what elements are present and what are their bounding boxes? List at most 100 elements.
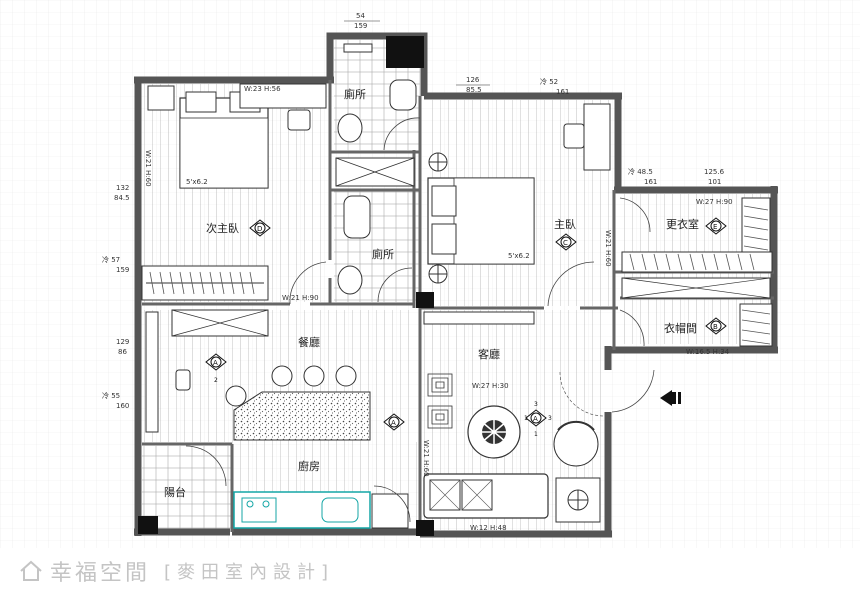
- second-desk: [239, 83, 327, 109]
- living-bottom-wh: W:12 H:48: [470, 524, 507, 532]
- elevation-marker-d: D: [249, 219, 271, 237]
- dining-cabinet-x2: [171, 309, 269, 337]
- dim-left-845: 84.5: [114, 194, 130, 202]
- brand-name: 幸福空間: [50, 561, 151, 586]
- room-master-bedroom: 主臥: [554, 218, 576, 231]
- dim-ac-dress: 冷 48.5: [628, 167, 653, 176]
- dim-master-b: 85.5: [466, 86, 482, 94]
- room-wardrobe: 衣帽間: [664, 321, 697, 335]
- master-desk: [583, 103, 611, 171]
- svg-text:B: B: [713, 323, 718, 331]
- master-chair: [563, 123, 585, 149]
- shower-box: [335, 157, 415, 187]
- kitchen-counter: [233, 491, 371, 529]
- room-dining: 餐廳: [298, 335, 320, 349]
- dim-ac-left2: 冷 55: [102, 391, 120, 400]
- room-balcony: 陽台: [164, 485, 186, 499]
- dim-top-bath-b: 159: [354, 22, 367, 30]
- dressing-door: [619, 197, 651, 233]
- top-bath-fixtures: [337, 43, 417, 143]
- wardrobe-closet: [621, 277, 773, 347]
- dim-ac-left1-b: 159: [116, 266, 129, 274]
- dim-ac-left2-b: 160: [116, 402, 129, 410]
- dining-window-shelf: [145, 311, 159, 433]
- living-carpet-patterns: [427, 373, 453, 429]
- room-second-bedroom: 次主臥: [206, 221, 239, 235]
- elevation-marker-a-living: A 3 1 3 1: [524, 401, 552, 438]
- dim-left-129: 129: [116, 338, 129, 346]
- room-bath-top: 廁所: [344, 87, 366, 101]
- dim-ac-left1: 冷 57: [102, 255, 120, 264]
- balcony-door: [373, 485, 411, 523]
- elevation-marker-b: B: [705, 317, 727, 335]
- svg-text:D: D: [257, 225, 262, 233]
- entrance-arrow-icon: [660, 390, 681, 406]
- second-wardrobe: [141, 265, 269, 301]
- brand-watermark: 幸福空間 [麥田室內設計]: [18, 556, 334, 586]
- elevation-marker-e: E: [705, 217, 727, 235]
- dim-master-a: 126: [466, 76, 480, 84]
- living-side-wh: W:21 H:60: [422, 440, 430, 477]
- mid-bath-fixtures: [337, 195, 371, 295]
- svg-text:1: 1: [524, 415, 528, 422]
- house-logo-icon: [20, 560, 42, 581]
- second-side-wh: W:21 H:60: [144, 150, 152, 187]
- dining-counter: [233, 391, 371, 441]
- second-bedroom-door: [289, 261, 327, 305]
- lounge-chair: [553, 420, 599, 467]
- svg-text:A: A: [533, 415, 538, 423]
- wardrobe-door: [619, 309, 645, 347]
- second-wardrobe-wh: W:21 H:90: [282, 294, 319, 302]
- second-chair: [287, 109, 311, 131]
- wardrobe-wh: W:16.5 H:34: [686, 348, 730, 356]
- living-wh: W:27 H:30: [472, 382, 509, 390]
- brand-designer: [麥田室內設計]: [164, 562, 335, 583]
- dim-dress-101: 101: [708, 178, 721, 186]
- room-bath-mid: 廁所: [372, 247, 394, 261]
- dim-left-132: 132: [116, 184, 129, 192]
- master-side-wh: W:21 H:60: [604, 230, 612, 267]
- room-living: 客廳: [478, 347, 500, 361]
- svg-text:3: 3: [534, 401, 538, 408]
- fridge: [371, 493, 409, 529]
- room-kitchen: 廚房: [298, 459, 320, 473]
- svg-text:A: A: [391, 419, 396, 427]
- dining-chair: [175, 369, 191, 391]
- dressing-rack-bottom: [621, 251, 773, 273]
- dim-left-86: 86: [118, 348, 127, 356]
- entrance-door-swing: [611, 369, 655, 413]
- svg-text:C: C: [563, 239, 568, 247]
- kitchen-door: [185, 445, 227, 487]
- second-desk-wh: W:23 H:56: [244, 85, 281, 93]
- coffee-table: [467, 405, 521, 459]
- dim-ac-dress-b: 161: [644, 178, 657, 186]
- walls: [134, 32, 778, 538]
- mid-bath-door: [377, 267, 413, 303]
- master-nightstands: [428, 152, 448, 284]
- dim-ac-master-b: 161: [556, 88, 569, 96]
- elevation-marker-a-dining: A 2: [205, 353, 227, 384]
- dining-stools: [225, 365, 357, 407]
- structural-columns: [138, 36, 434, 536]
- side-table: [555, 477, 601, 523]
- svg-text:E: E: [713, 223, 717, 231]
- elevation-marker-c: C: [555, 233, 577, 251]
- svg-text:A: A: [213, 359, 218, 367]
- dim-top-bath-a: 54: [356, 12, 365, 20]
- second-bedroom-bed: [179, 91, 269, 189]
- master-bed-size: 5'x6.2: [508, 252, 530, 260]
- dim-dress-1256: 125.6: [704, 168, 725, 176]
- dress-wh: W:27 H:90: [696, 198, 733, 206]
- sofa: [423, 473, 549, 519]
- tv-cabinet: [423, 311, 535, 325]
- elevation-marker-a-kitchen: A: [383, 413, 405, 431]
- second-nightstand: [147, 85, 175, 111]
- master-door: [547, 261, 595, 307]
- svg-text:1: 1: [534, 431, 538, 438]
- top-bath-door: [383, 117, 421, 151]
- second-bed-size: 5'x6.2: [186, 178, 208, 186]
- living-door-dashed: [559, 371, 605, 417]
- room-dressing: 更衣室: [666, 217, 699, 231]
- svg-text:2: 2: [214, 377, 218, 384]
